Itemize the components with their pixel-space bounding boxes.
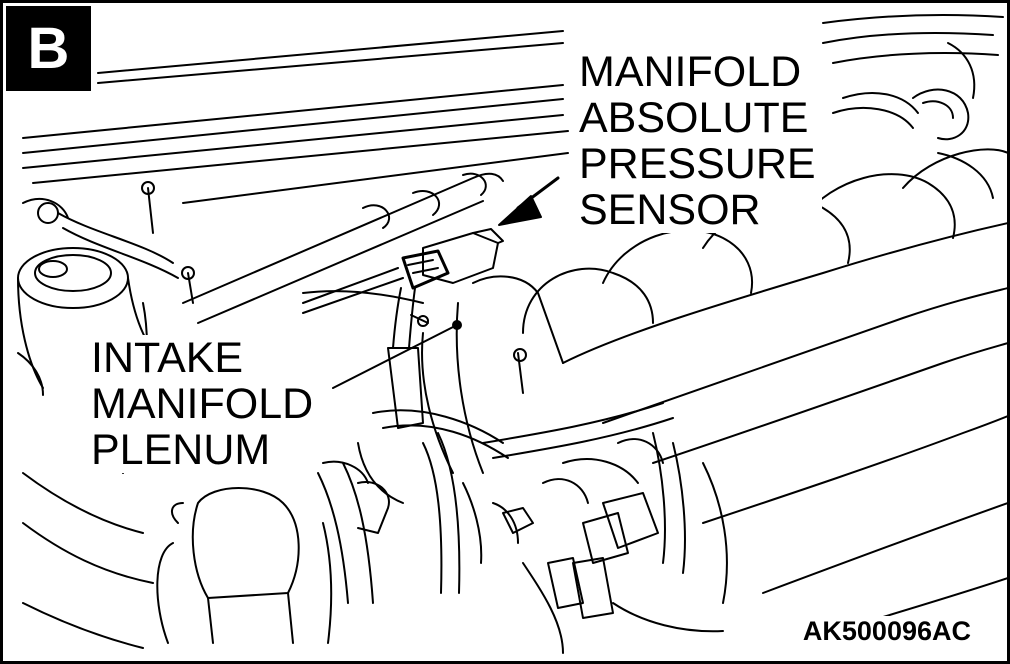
studs xyxy=(57,181,527,394)
callout-line: SENSOR xyxy=(579,186,761,234)
figure-code: AK500096AC xyxy=(798,616,975,647)
callout-line: PLENUM xyxy=(91,426,271,474)
callout-line: INTAKE xyxy=(91,334,244,382)
map-sensor-drawing xyxy=(387,228,504,429)
pointer-arrow xyxy=(498,176,560,226)
harness-tube xyxy=(182,172,504,324)
lower-hoses xyxy=(317,402,724,633)
center-wiring xyxy=(357,432,728,654)
callout-line: ABSOLUTE xyxy=(579,94,809,142)
callout-line: MANIFOLD xyxy=(91,380,314,428)
intake-plenum-callout: INTAKE MANIFOLD PLENUM xyxy=(89,334,318,474)
intake-leader-line xyxy=(332,324,458,389)
callout-line: PRESSURE xyxy=(579,140,816,188)
map-sensor-callout: MANIFOLD ABSOLUTE PRESSURE SENSOR xyxy=(575,49,822,233)
callout-line: MANIFOLD xyxy=(579,48,802,96)
plenum-body xyxy=(302,267,564,474)
view-letter-badge: B xyxy=(6,6,91,91)
top-right-bracket xyxy=(832,42,994,199)
cowl-lines xyxy=(22,14,1004,204)
